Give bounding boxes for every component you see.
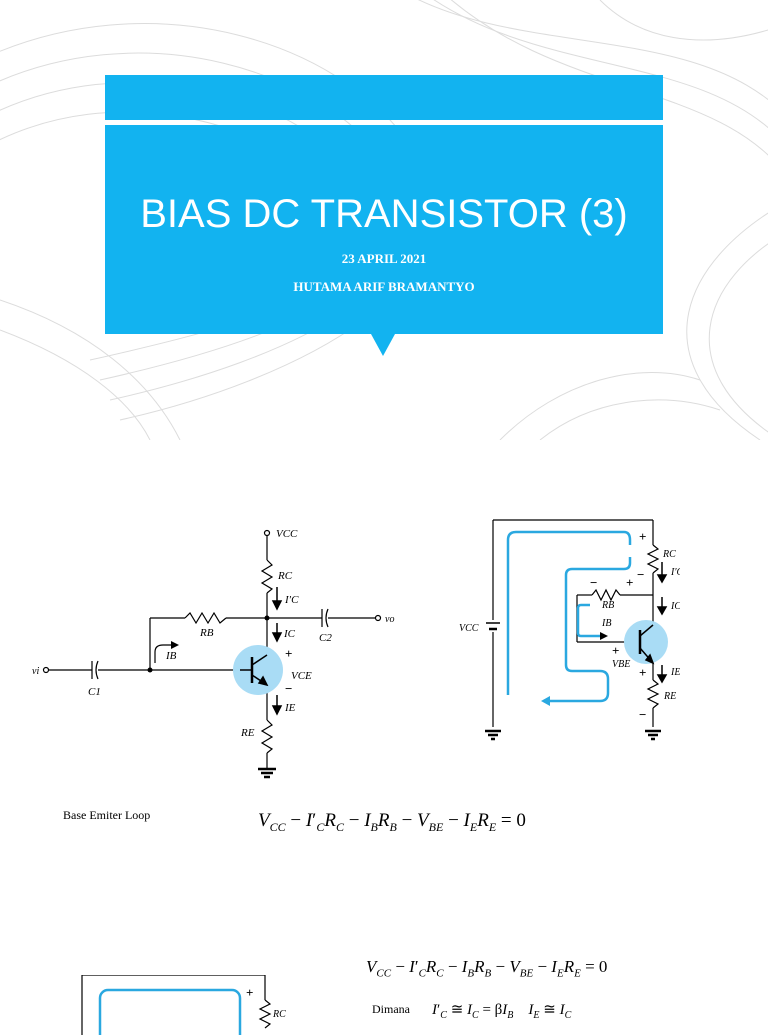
label-ie: IE (670, 667, 680, 678)
label-ic-prime: I′C (284, 594, 299, 606)
equation-kvl-1: VCC − I′CRC − IBRB − VBE − IERE = 0 (258, 810, 526, 834)
label-ic-prime: I′C (670, 567, 680, 578)
label-re: RE (240, 727, 255, 739)
label-vi: vi (32, 666, 39, 677)
label-c2: C2 (319, 632, 332, 644)
label-minus: − (639, 707, 646, 722)
label-minus: − (590, 575, 597, 590)
slide-date: 23 APRIL 2021 (341, 251, 427, 266)
label-vcc: VCC (276, 528, 298, 540)
base-emitter-loop-label: Base Emiter Loop (63, 808, 151, 822)
circuit-diagram-1: VCC RC I′C RB IC C2 vo IB vi C1 + VCE − … (32, 528, 394, 779)
label-rc: RC (662, 549, 676, 560)
label-rc: RC (272, 1009, 286, 1020)
label-c1: C1 (88, 686, 101, 698)
label-rb: RB (601, 600, 614, 611)
label-minus: − (285, 681, 292, 696)
slide-title: BIAS DC TRANSISTOR (3) (140, 192, 628, 236)
dimana-label: Dimana (372, 1002, 410, 1016)
transistor-highlight (233, 645, 283, 695)
title-pointer (371, 334, 395, 356)
circuit-diagram-2: VCC + RC I′C − − + RB IC IB + VBE IE + R… (459, 519, 680, 741)
title-accent-strip (105, 75, 663, 120)
npn-transistor-icon (638, 624, 655, 665)
label-plus: + (639, 529, 646, 544)
label-plus: + (639, 665, 646, 680)
label-vbe: VBE (612, 659, 630, 670)
label-vce: VCE (291, 670, 312, 682)
npn-transistor-icon (240, 654, 269, 687)
slide-author: HUTAMA ARIF BRAMANTYO (293, 279, 475, 294)
label-ic: IC (283, 628, 296, 640)
label-plus: + (285, 646, 292, 661)
slide-2 (0, 440, 768, 1024)
label-plus: + (626, 575, 633, 590)
label-re: RE (663, 691, 676, 702)
equation-kvl-2: VCC − I′CRC − IBRB − VBE − IERE = 0 (366, 957, 608, 980)
label-ie: IE (284, 702, 296, 714)
label-rc: RC (277, 570, 293, 582)
label-vcc: VCC (459, 623, 479, 634)
label-ib: IB (165, 650, 177, 662)
label-vo: vo (385, 614, 394, 625)
label-plus: + (612, 643, 619, 658)
label-ib: IB (601, 618, 611, 629)
title-box (105, 125, 663, 334)
circuit-diagram-3-partial: + RC (81, 975, 286, 1035)
label-rb: RB (199, 627, 214, 639)
label-ic: IC (670, 601, 680, 612)
label-plus: + (246, 985, 253, 1000)
equation-approximation: I′C ≅ IC = βIB IE ≅ IC (432, 1002, 572, 1021)
label-minus: − (637, 567, 644, 582)
